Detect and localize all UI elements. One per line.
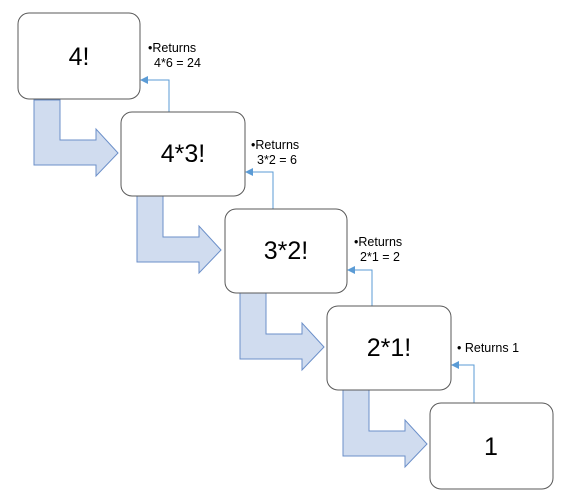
call-arrow-4 — [342, 389, 428, 469]
return-arrow-3 — [347, 266, 373, 307]
return-note-1: •Returns 4*6 = 24 — [148, 41, 201, 70]
box-1: 1 — [429, 402, 554, 490]
box-label: 3*2! — [264, 237, 308, 265]
return-note-title: •Returns — [148, 41, 196, 55]
box-label: 4! — [69, 43, 90, 71]
box-4-factorial: 4! — [17, 12, 141, 100]
box-label: 1 — [484, 433, 498, 461]
box-4-times-3-factorial: 4*3! — [120, 111, 246, 197]
return-note-2: •Returns 3*2 = 6 — [251, 138, 299, 167]
return-note-value: 3*2 = 6 — [257, 153, 297, 167]
return-note-title: • Returns 1 — [457, 341, 519, 355]
return-note-title: •Returns — [354, 235, 402, 249]
return-note-title: •Returns — [251, 138, 299, 152]
return-note-4: • Returns 1 — [457, 341, 519, 355]
box-2-times-1-factorial: 2*1! — [326, 305, 452, 391]
box-label: 2*1! — [367, 334, 411, 362]
return-note-3: •Returns 2*1 = 2 — [354, 235, 402, 264]
return-arrow-1 — [140, 76, 170, 113]
return-note-value: 2*1 = 2 — [360, 250, 400, 264]
call-arrow-3 — [239, 292, 325, 372]
box-3-times-2-factorial: 3*2! — [224, 208, 348, 294]
box-label: 4*3! — [161, 140, 205, 168]
return-note-value: 4*6 = 24 — [154, 56, 201, 70]
call-arrow-2 — [136, 195, 222, 275]
return-arrow-2 — [245, 168, 274, 210]
call-arrow-1 — [33, 99, 119, 178]
return-arrow-4 — [451, 361, 475, 404]
